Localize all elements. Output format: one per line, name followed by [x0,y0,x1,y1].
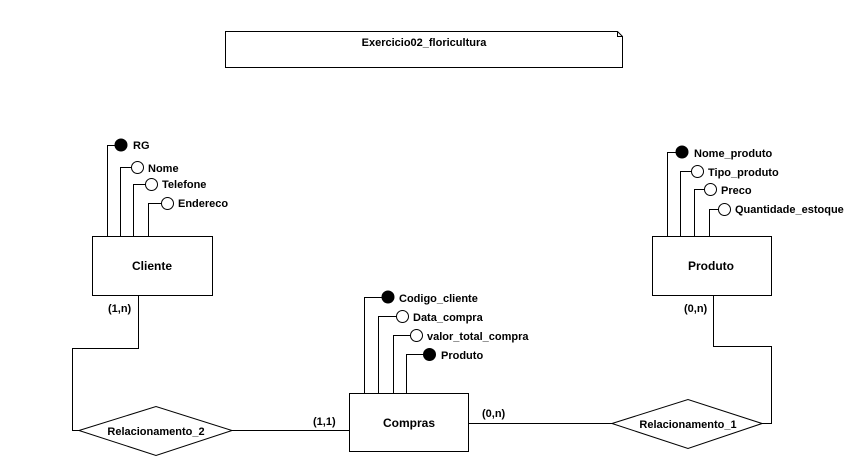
attr-produto-tipo: Tipo_produto [708,167,779,179]
attr-cliente-telefone: Telefone [162,179,206,191]
attr-compras-codigo: Codigo_cliente [399,293,478,305]
cliente-attributes: RG Nome Telefone Endereco [107,138,228,237]
cardinality-compras-rel2: (1,1) [313,416,336,428]
attr-marker [396,310,409,323]
title-note[interactable]: Exercicio02_floricultura [225,31,623,68]
relationship-1-lines [468,295,772,424]
relationship-2-lines [72,295,350,431]
cardinality-produto: (0,n) [684,303,708,315]
attr-compras-data: Data_compra [413,312,484,324]
diagram-title: Exercicio02_floricultura [362,37,488,49]
entity-produto[interactable]: Produto [652,236,772,296]
attr-marker [704,183,717,196]
attr-compras-produto: Produto [441,350,483,362]
entity-cliente[interactable]: Cliente [92,236,213,296]
attr-marker [161,197,174,210]
compras-attributes: Codigo_cliente Data_compra valor_total_c… [364,290,529,394]
relationship-relacionamento-2[interactable]: Relacionamento_2 [77,405,234,457]
attr-compras-valor: valor_total_compra [427,331,529,343]
attr-marker [145,178,158,191]
attr-key-marker [114,138,128,152]
attr-marker [718,203,731,216]
entity-compras[interactable]: Compras [349,393,469,452]
cardinality-cliente: (1,n) [108,303,132,315]
relationship-2-name: Relacionamento_2 [107,426,204,438]
cardinality-compras-rel1: (0,n) [482,408,506,420]
attr-cliente-endereco: Endereco [178,198,228,210]
attr-key-marker [675,145,689,159]
entity-cliente-name: Cliente [132,259,172,273]
relationship-1-name: Relacionamento_1 [639,419,736,431]
attr-produto-nome: Nome_produto [694,148,773,160]
attr-marker [691,165,704,178]
attr-key-marker [423,348,436,361]
relationship-relacionamento-1[interactable]: Relacionamento_1 [610,398,764,450]
produto-attributes: Nome_produto Tipo_produto Preco Quantida… [667,145,844,237]
attr-cliente-nome: Nome [148,163,179,175]
attr-produto-quantidade: Quantidade_estoque [735,204,844,216]
entity-produto-name: Produto [688,259,734,273]
entity-compras-name: Compras [383,416,435,430]
attr-produto-preco: Preco [721,185,752,197]
attr-marker [410,329,423,342]
attr-key-marker [381,290,395,304]
attr-cliente-rg: RG [133,140,150,152]
attr-marker [131,161,144,174]
